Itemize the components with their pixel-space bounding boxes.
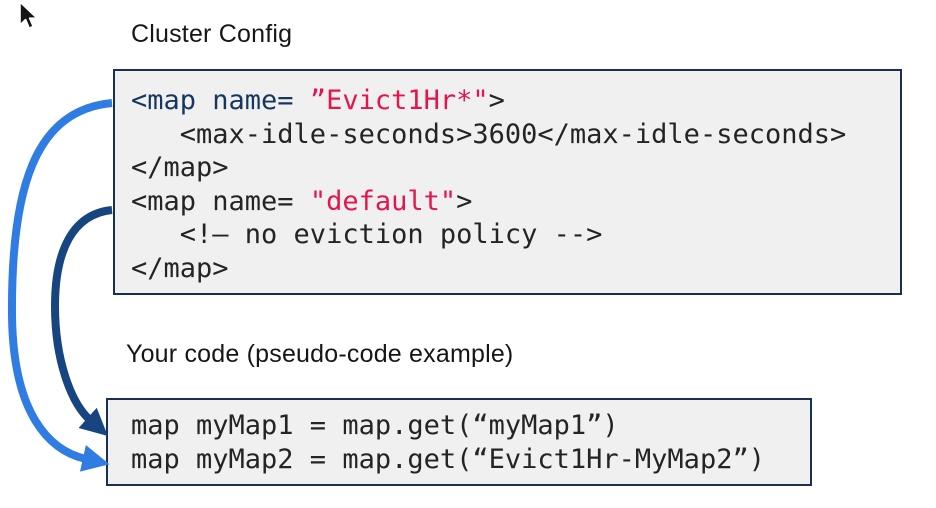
config-code-line: <map name= "default">	[131, 185, 900, 219]
cluster-config-codeblock: <map name= ”Evict1Hr*"> <max-idle-second…	[113, 69, 902, 295]
code-segment: </map>	[131, 152, 229, 183]
config-code-line: <map name= ”Evict1Hr*">	[131, 84, 900, 118]
code-segment: <map name=	[131, 185, 310, 217]
code-segment: "default"	[309, 185, 457, 217]
code-segment: </map>	[131, 252, 229, 284]
pseudo-code-code: map myMap1 = map.get(“myMap1”)map myMap2…	[131, 409, 810, 476]
pseudo-code-line: map myMap1 = map.get(“myMap1”)	[131, 410, 619, 441]
default-map-arrow	[50, 206, 113, 437]
cluster-config-label: Cluster Config	[131, 20, 293, 48]
your-code-label: Your code (pseudo-code example)	[126, 340, 514, 368]
code-segment: >	[456, 185, 473, 217]
code-segment: >	[488, 85, 505, 116]
code-segment: <!– no eviction policy -->	[131, 219, 603, 250]
evict-map-arrow	[7, 99, 113, 472]
config-code-line: </map>	[131, 252, 900, 286]
code-segment: <max-idle-seconds>3600</max-idle-seconds…	[131, 118, 847, 150]
code-segment: <map name=	[131, 85, 310, 116]
cluster-config-code: <map name= ”Evict1Hr*"> <max-idle-second…	[131, 84, 900, 285]
pseudo-code-codeblock: map myMap1 = map.get(“myMap1”)map myMap2…	[106, 398, 812, 486]
mouse-pointer-icon	[14, 0, 48, 41]
config-code-line: <max-idle-seconds>3600</max-idle-seconds…	[131, 118, 900, 152]
config-code-line: </map>	[131, 151, 900, 185]
code-segment: ”Evict1Hr*"	[309, 85, 489, 116]
pseudo-code-line: map myMap2 = map.get(“Evict1Hr-MyMap2”)	[131, 443, 765, 475]
config-code-line: <!– no eviction policy -->	[131, 218, 900, 252]
